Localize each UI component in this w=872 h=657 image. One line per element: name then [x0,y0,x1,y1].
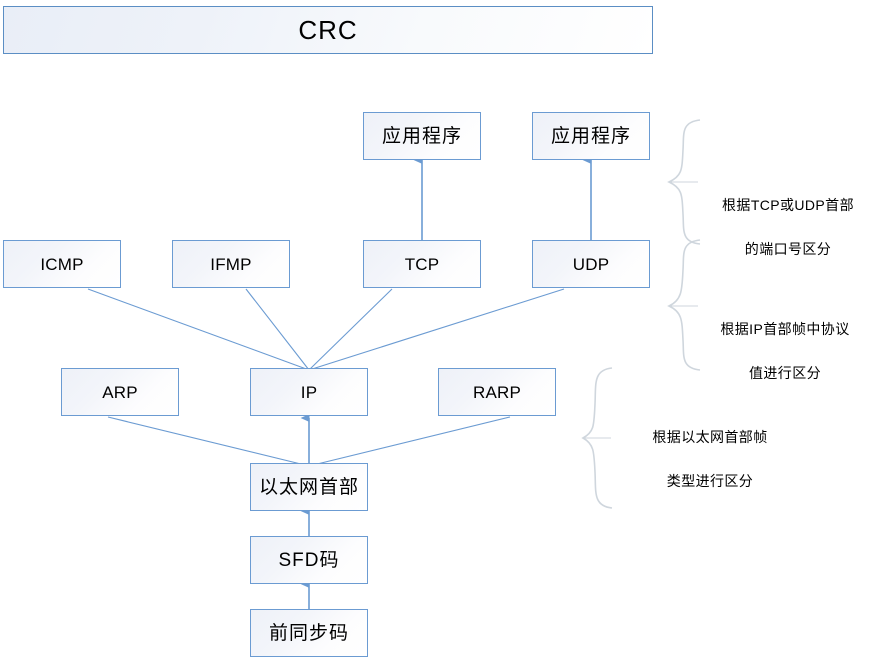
node-arp-label: ARP [102,382,138,402]
node-icmp-label: ICMP [40,254,84,274]
node-ifmp[interactable]: IFMP [172,240,290,288]
annotation-port-based-line2: 的端口号区分 [744,241,832,257]
node-app1[interactable]: 应用程序 [363,112,481,160]
connector-ethhdr-to-rarp [308,416,511,467]
node-udp[interactable]: UDP [532,240,650,288]
annotation-ethertype-based-line2: 类型进行区分 [666,473,754,489]
node-app2-label: 应用程序 [550,125,631,147]
node-preamble[interactable]: 前同步码 [250,609,368,657]
annotation-port-based-line1: 根据TCP或UDP首部 [722,197,854,213]
node-tcp-label: TCP [404,254,440,274]
node-icmp[interactable]: ICMP [3,240,121,288]
annotation-port-based: 根据TCP或UDP首部 的端口号区分 [706,172,870,282]
node-preamble-label: 前同步码 [268,622,349,644]
annotation-protocol-based-line2: 值进行区分 [749,365,821,381]
connector-tcp-to-ip [308,288,393,371]
node-rarp-label: RARP [472,382,522,402]
node-ethernet-header[interactable]: 以太网首部 [250,463,368,511]
annotation-ethertype-based: 根据以太网首部帧 类型进行区分 [630,404,790,514]
node-ifmp-label: IFMP [210,254,252,274]
node-rarp[interactable]: RARP [438,368,556,416]
node-tcp[interactable]: TCP [363,240,481,288]
node-ethernet-header-label: 以太网首部 [258,476,359,498]
brace-ethertype [581,367,613,509]
node-crc[interactable]: CRC [3,6,653,54]
node-sfd[interactable]: SFD码 [250,536,368,584]
brace-protocol [667,239,701,371]
node-crc-label: CRC [298,15,358,45]
node-app1-label: 应用程序 [381,125,462,147]
annotation-protocol-based: 根据IP首部帧中协议 值进行区分 [700,296,870,406]
connector-udp-to-ip [308,288,565,371]
node-app2[interactable]: 应用程序 [532,112,650,160]
node-sfd-label: SFD码 [278,549,340,571]
connector-icmp-to-ip [87,288,310,371]
node-udp-label: UDP [572,254,610,274]
node-ip-label: IP [300,382,318,402]
node-ip[interactable]: IP [250,368,368,416]
annotation-protocol-based-line1: 根据IP首部帧中协议 [720,321,850,337]
annotation-ethertype-based-line1: 根据以太网首部帧 [652,429,768,445]
node-arp[interactable]: ARP [61,368,179,416]
connector-ifmp-to-ip [245,288,310,371]
connector-ethhdr-to-arp [107,416,310,467]
brace-port [667,119,701,245]
